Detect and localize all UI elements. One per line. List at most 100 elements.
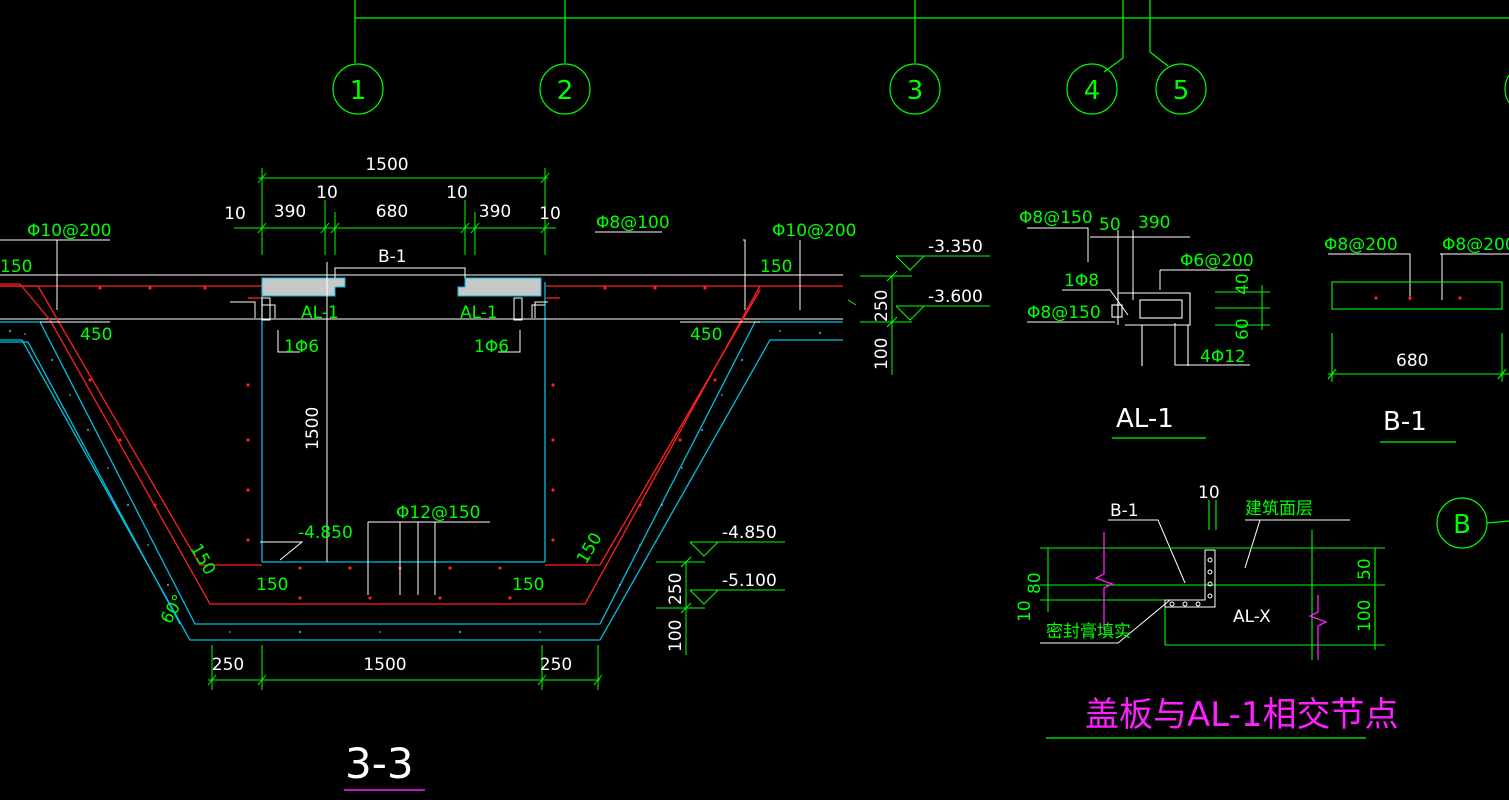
inner-height-label: 1500 bbox=[303, 407, 323, 450]
dim-top-part-5: 390 bbox=[479, 202, 511, 222]
node-dim-10: 10 bbox=[1015, 600, 1035, 622]
wall-left-thick: 150 bbox=[186, 541, 220, 579]
al1-rebar-top: Φ8@150 bbox=[1019, 208, 1093, 228]
al1-section bbox=[1111, 292, 1191, 366]
node-white-labels: B-1 10 AL-X bbox=[1110, 483, 1271, 627]
grid-axis-2-label: 2 bbox=[557, 76, 574, 106]
dim-bot-v2: 100 bbox=[666, 620, 686, 652]
level-inner-bottom: -4.850 bbox=[298, 523, 353, 543]
grid-axes bbox=[332, 0, 1509, 549]
dim-top-part-2: 10 bbox=[316, 183, 338, 203]
beam-right-label: AL-1 bbox=[460, 303, 498, 323]
al1-rebar-side: Φ8@150 bbox=[1027, 303, 1101, 323]
dim-bottom bbox=[207, 645, 603, 690]
beam-notches bbox=[261, 297, 545, 321]
dim-top bbox=[234, 168, 556, 255]
node-break-lines bbox=[1094, 532, 1328, 660]
section-3-3: 1500 10 390 10 680 10 390 10 bbox=[0, 155, 990, 791]
grid-axis-4-bubble[interactable] bbox=[1066, 63, 1118, 115]
dim-top-v1: 250 bbox=[872, 290, 892, 322]
b1-section bbox=[1327, 281, 1509, 382]
al1-dims bbox=[1215, 285, 1270, 330]
dim-bottom-labels: 250 1500 250 bbox=[212, 655, 572, 675]
section-white-labels: B-1 1500 bbox=[303, 247, 407, 450]
dim-top-total: 1500 bbox=[365, 155, 408, 175]
b1-width: 680 bbox=[1396, 351, 1428, 371]
dim-top-part-4: 10 bbox=[446, 183, 468, 203]
al1-title[interactable]: AL-1 bbox=[1116, 404, 1174, 434]
grid-axis-1-label: 1 bbox=[350, 76, 367, 106]
detail-al-1: Φ8@150 50 390 Φ6@200 1Φ8 Φ8@150 4Φ12 40 … bbox=[1019, 208, 1270, 439]
dim-top-labels: 1500 10 390 10 680 10 390 10 bbox=[224, 155, 561, 224]
cover-plate-b1[interactable] bbox=[334, 267, 466, 278]
cover-plate-label: B-1 bbox=[378, 247, 407, 267]
dim-top-part-0: 10 bbox=[224, 204, 246, 224]
b1-labels: Φ8@200 Φ8@200 bbox=[1324, 235, 1509, 255]
node-finish-label: 建筑面层 bbox=[1245, 499, 1313, 519]
node-dim-80: 80 bbox=[1025, 572, 1045, 594]
stirrup-right-label: 1Φ6 bbox=[474, 337, 509, 357]
rebar-bottom-label: Φ12@150 bbox=[396, 503, 480, 523]
cover-cap-right[interactable] bbox=[457, 277, 542, 297]
node-title[interactable]: 盖板与AL-1相交节点 bbox=[1085, 695, 1399, 735]
concrete-fill-pattern bbox=[8, 329, 822, 634]
level-labels: -3.350 -3.600 250 100 -4.850 -5.100 250 … bbox=[666, 237, 983, 652]
level-top-1: -3.350 bbox=[928, 237, 983, 257]
dim-bottom-right: 250 bbox=[540, 655, 572, 675]
bottom-left-thick: 150 bbox=[256, 575, 288, 595]
grid-axis-3-label: 3 bbox=[907, 76, 924, 106]
node-gap: 10 bbox=[1198, 483, 1220, 503]
rebar-lines bbox=[0, 282, 843, 605]
slope-angle: 60° bbox=[157, 591, 189, 627]
b1-rebar-left: Φ8@200 bbox=[1324, 235, 1398, 255]
bottom-right-thick: 150 bbox=[512, 575, 544, 595]
detail-b-1: Φ8@200 Φ8@200 680 B-1 bbox=[1324, 235, 1509, 443]
node-seal-label: 密封膏填实 bbox=[1046, 621, 1131, 642]
al1-labels: Φ8@150 50 390 Φ6@200 1Φ8 Φ8@150 4Φ12 40 … bbox=[1019, 208, 1254, 367]
b1-leaders bbox=[1328, 253, 1509, 300]
b1-rebar-right: Φ8@200 bbox=[1442, 235, 1509, 255]
dim-top-v2: 100 bbox=[872, 338, 892, 370]
node-green-labels: 建筑面层 密封膏填实 80 10 50 100 bbox=[1015, 499, 1375, 642]
rebar-cover-label: Φ8@100 bbox=[596, 213, 670, 233]
node-detail: B-1 10 AL-X 建筑面层 密封膏填实 80 10 50 100 盖板与A… bbox=[1015, 483, 1399, 739]
node-leaders bbox=[1040, 519, 1350, 644]
level-bot-2: -5.100 bbox=[722, 571, 777, 591]
dim-bottom-left: 250 bbox=[212, 655, 244, 675]
grid-axis-b-label: B bbox=[1453, 510, 1471, 540]
grid-axis-4-line bbox=[1103, 0, 1124, 73]
grid-axis-5-label: 5 bbox=[1173, 76, 1190, 106]
dim-bottom-mid: 1500 bbox=[363, 655, 406, 675]
al1-dim-390: 390 bbox=[1138, 213, 1170, 233]
stirrup-left-label: 1Φ6 bbox=[284, 337, 319, 357]
node-seal bbox=[1164, 549, 1216, 608]
slope-left: 450 bbox=[80, 325, 112, 345]
grid-axis-edge-bubble bbox=[1504, 74, 1509, 104]
level-markers-top bbox=[847, 255, 990, 375]
section-title[interactable]: 3-3 bbox=[345, 739, 414, 788]
al1-rebar-main: 4Φ12 bbox=[1200, 347, 1246, 367]
grid-axis-2-bubble[interactable] bbox=[539, 63, 591, 115]
level-markers-bottom bbox=[656, 541, 785, 655]
grid-axis-3-bubble[interactable] bbox=[889, 63, 941, 115]
concrete-outline bbox=[0, 282, 843, 641]
section-labels: Φ10@200 Φ10@200 Φ8@100 150 150 450 450 A… bbox=[0, 213, 856, 628]
node-dim-100: 100 bbox=[1355, 600, 1375, 632]
b1-rebar-dots bbox=[1374, 296, 1462, 300]
b1-title[interactable]: B-1 bbox=[1383, 407, 1427, 437]
cover-cap-left[interactable] bbox=[261, 277, 346, 297]
dim-top-part-6: 10 bbox=[539, 204, 561, 224]
grid-axis-4-label: 4 bbox=[1084, 76, 1101, 106]
grid-axis-1-bubble[interactable] bbox=[332, 63, 384, 115]
rebar-dots bbox=[88, 286, 717, 600]
grid-axis-5-bubble[interactable] bbox=[1155, 63, 1207, 115]
al1-leaders bbox=[1027, 227, 1250, 366]
level-bot-1: -4.850 bbox=[722, 523, 777, 543]
node-lines bbox=[1040, 500, 1385, 660]
al1-rebar-1phi8: 1Φ8 bbox=[1064, 271, 1099, 291]
node-beam-label: AL-X bbox=[1233, 607, 1271, 627]
al1-rebar-stirrup: Φ6@200 bbox=[1180, 251, 1254, 271]
thick-top-right: 150 bbox=[760, 257, 792, 277]
